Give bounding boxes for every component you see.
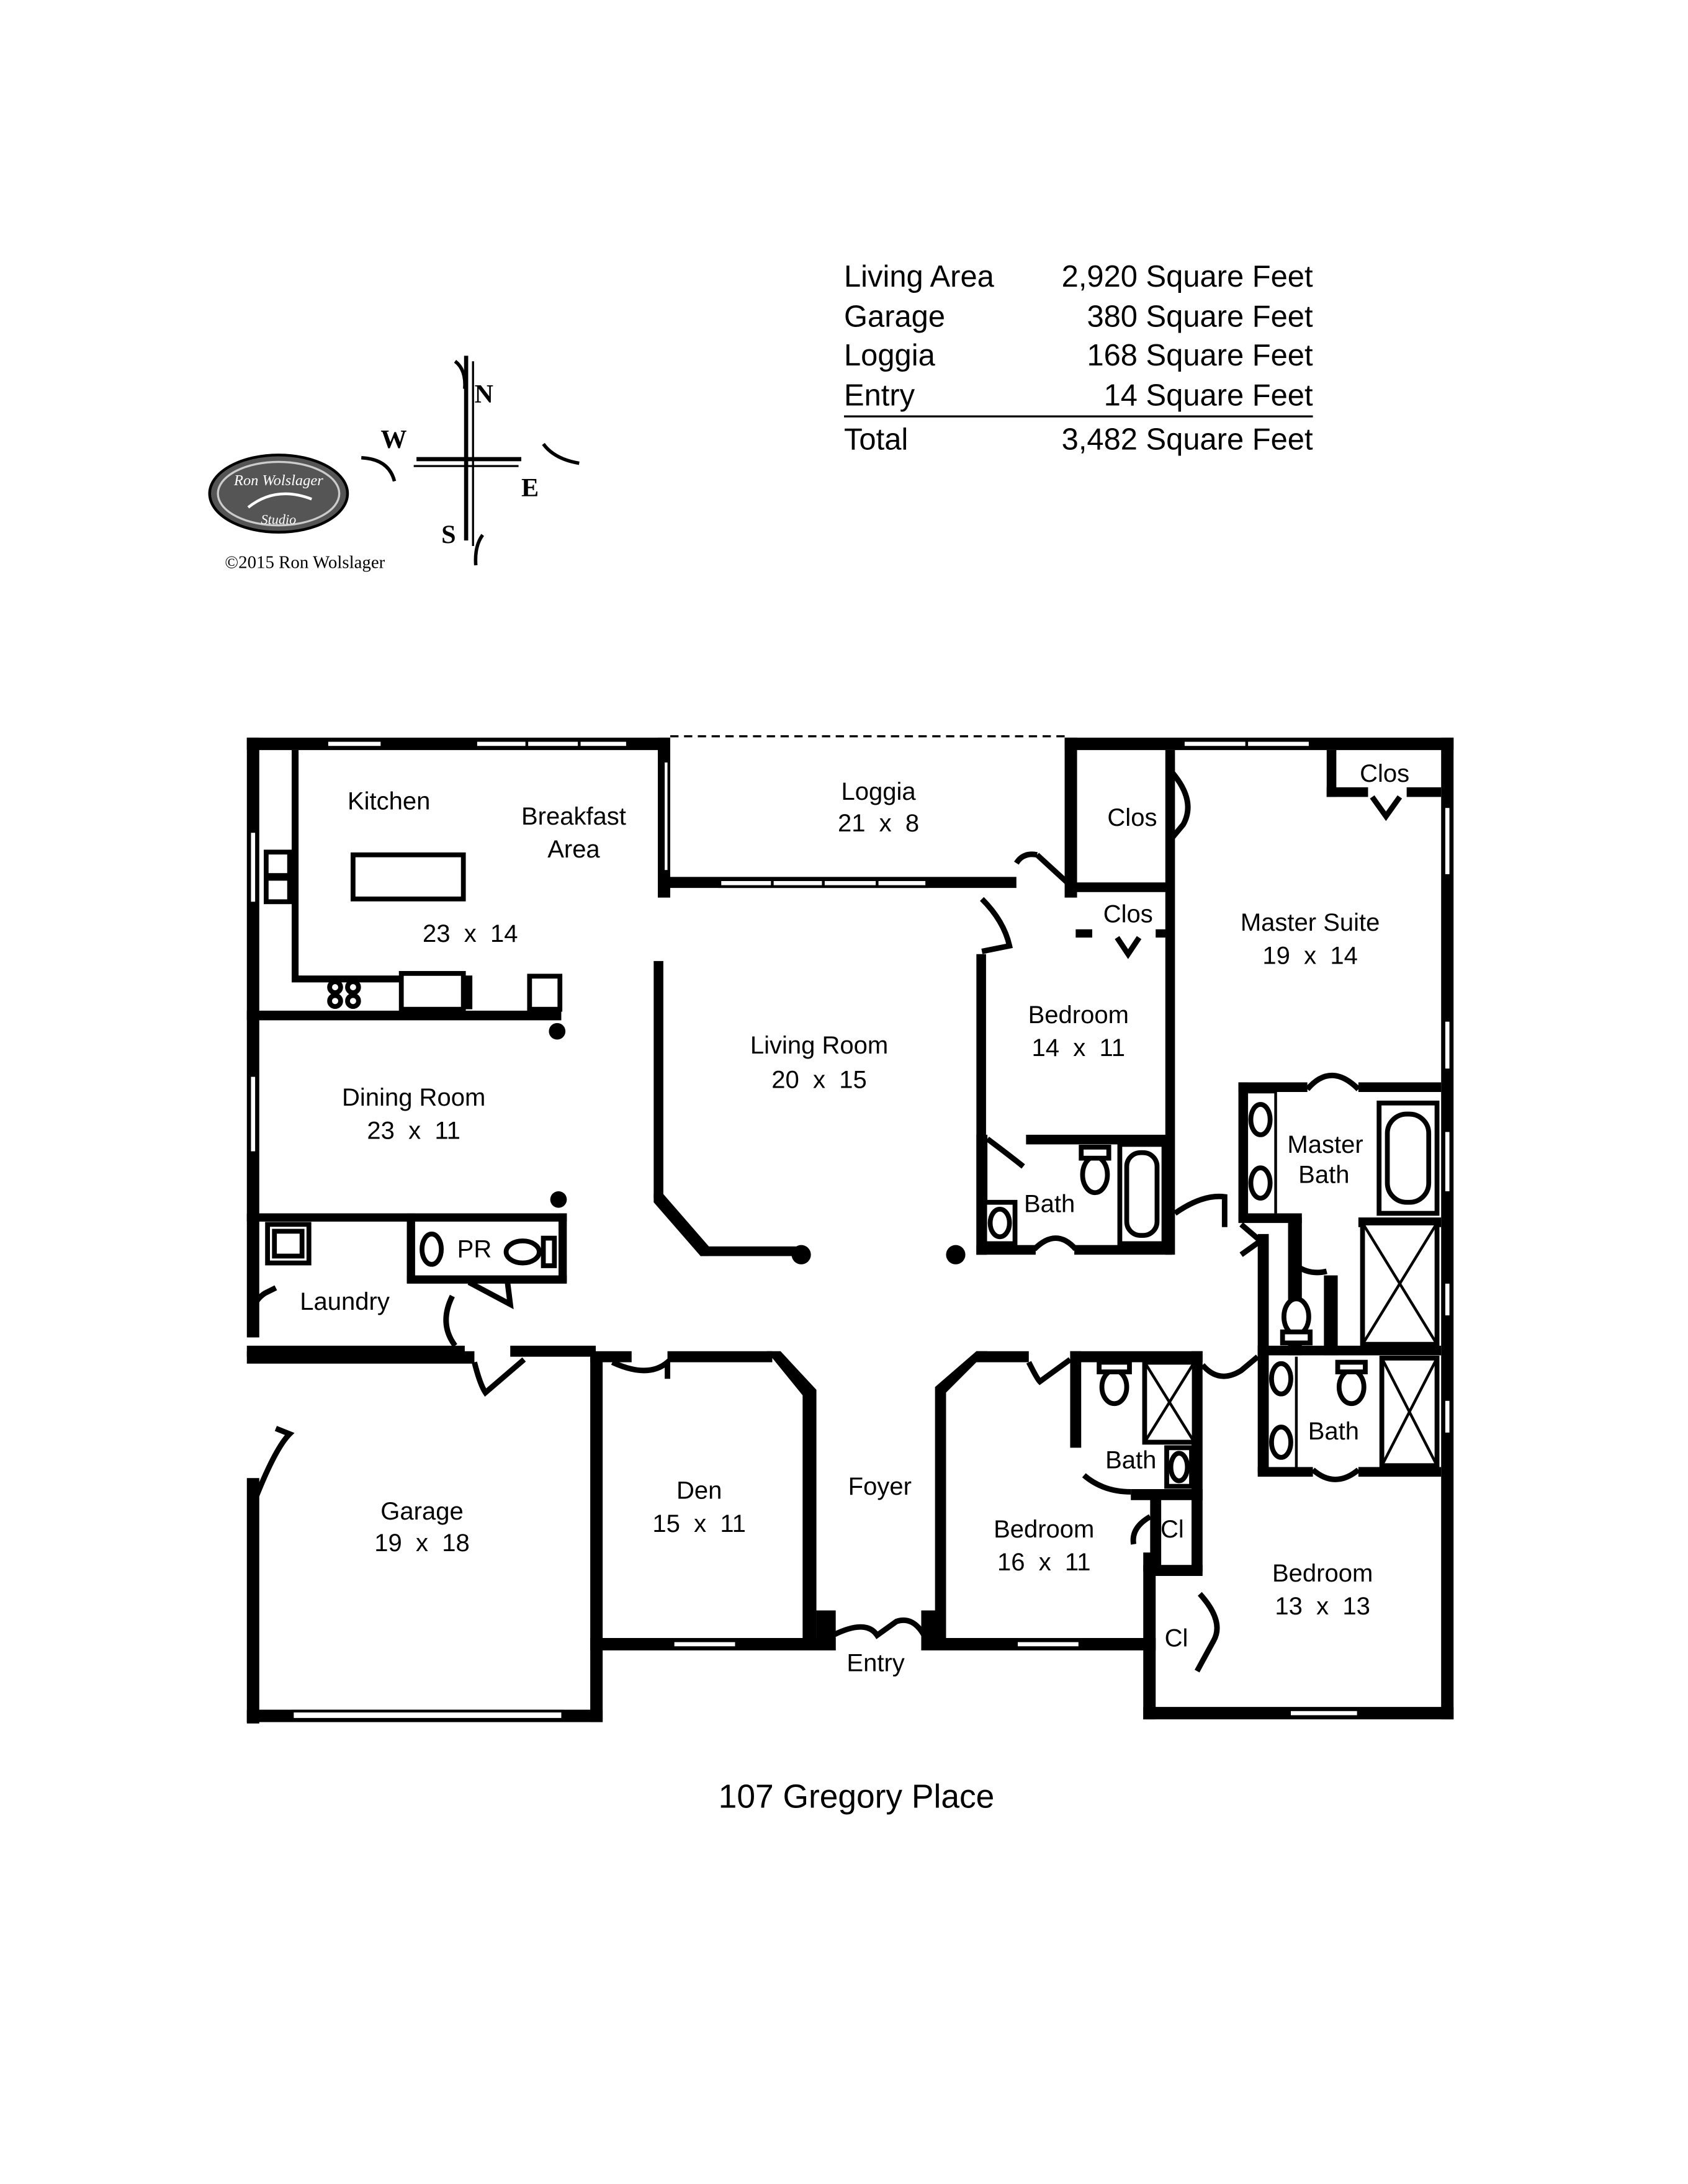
label-entry: Entry bbox=[846, 1649, 904, 1676]
area-label-total: Total bbox=[844, 423, 908, 456]
refrigerator bbox=[398, 971, 466, 1012]
dims-bedroom-3: 13 x 13 bbox=[1275, 1593, 1370, 1620]
compass-south-label: S bbox=[441, 521, 456, 550]
dims-bedroom-1: 14 x 11 bbox=[1032, 1034, 1125, 1062]
label-cl-1: Cl bbox=[1160, 1516, 1184, 1543]
label-master-bath: Master bbox=[1287, 1131, 1363, 1158]
dims-kitchen: 23 x 14 bbox=[423, 920, 518, 947]
area-value-total: 3,482 Square Feet bbox=[1062, 423, 1313, 456]
copyright-text: ©2015 Ron Wolslager bbox=[225, 553, 385, 573]
windows bbox=[248, 739, 1452, 1721]
bath2-toilet bbox=[1099, 1368, 1129, 1407]
area-label-living: Living Area bbox=[844, 260, 995, 293]
label-bath-1: Bath bbox=[1024, 1190, 1075, 1217]
master-shower bbox=[1360, 1220, 1440, 1347]
area-value-living: 2,920 Square Feet bbox=[1062, 260, 1313, 293]
logo-text-studio: Studio bbox=[261, 511, 296, 527]
dims-loggia: 21 x 8 bbox=[838, 810, 919, 837]
pr-toilet bbox=[503, 1238, 542, 1266]
area-table: Living Area 2,920 Square Feet Garage 380… bbox=[844, 260, 1313, 456]
area-value-garage: 380 Square Feet bbox=[1087, 300, 1313, 334]
dims-den: 15 x 11 bbox=[652, 1510, 745, 1537]
label-pr: PR bbox=[457, 1236, 492, 1263]
interior-walls bbox=[246, 750, 1442, 1650]
master-sink-1 bbox=[1248, 1102, 1273, 1137]
kitchen-sink bbox=[264, 849, 292, 878]
label-bath-3: Bath bbox=[1308, 1418, 1359, 1445]
dims-dining-room: 23 x 11 bbox=[367, 1117, 460, 1145]
bath3-toilet bbox=[1336, 1368, 1367, 1407]
dims-bedroom-2: 16 x 11 bbox=[997, 1549, 1090, 1576]
label-cl-2: Cl bbox=[1165, 1624, 1188, 1652]
kitchen-island bbox=[351, 852, 466, 902]
bath2-shower bbox=[1142, 1359, 1197, 1445]
label-clos-small: Clos bbox=[1103, 901, 1153, 928]
label-clos-master: Clos bbox=[1360, 760, 1409, 787]
room-labels: Kitchen Breakfast Area 23 x 14 Loggia 21… bbox=[300, 760, 1409, 1676]
label-bedroom-1: Bedroom bbox=[1028, 1001, 1129, 1029]
studio-logo: Ron Wolslager Studio bbox=[208, 454, 349, 534]
bath3-shower bbox=[1379, 1356, 1440, 1469]
label-foyer: Foyer bbox=[848, 1473, 912, 1500]
cooktop bbox=[327, 979, 361, 1009]
master-toilet bbox=[1282, 1296, 1311, 1337]
dims-living-room: 20 x 15 bbox=[771, 1066, 866, 1093]
area-label-loggia: Loggia bbox=[844, 339, 936, 372]
label-kitchen: Kitchen bbox=[348, 787, 430, 815]
bath3-sink-1 bbox=[1269, 1361, 1293, 1397]
dims-garage: 19 x 18 bbox=[374, 1529, 469, 1557]
doors bbox=[251, 768, 1403, 1673]
bath1-toilet bbox=[1080, 1154, 1110, 1196]
label-bedroom-2: Bedroom bbox=[994, 1516, 1094, 1543]
pr-sink bbox=[420, 1232, 444, 1267]
label-loggia: Loggia bbox=[841, 778, 916, 805]
compass-rose: N S W E bbox=[361, 356, 580, 566]
bath3-sink-2 bbox=[1269, 1425, 1293, 1460]
label-bath-2: Bath bbox=[1105, 1447, 1156, 1474]
label-bedroom-3: Bedroom bbox=[1272, 1560, 1373, 1587]
label-clos-west: Clos bbox=[1107, 804, 1157, 831]
compass-east-label: E bbox=[521, 473, 539, 503]
area-label-entry: Entry bbox=[844, 378, 915, 412]
label-master-bath-2: Bath bbox=[1298, 1161, 1349, 1189]
label-living-room: Living Room bbox=[750, 1032, 888, 1059]
logo-text-name: Ron Wolslager bbox=[233, 472, 323, 489]
dims-master-suite: 19 x 14 bbox=[1262, 942, 1357, 969]
label-breakfast-area: Area bbox=[547, 836, 600, 863]
compass-north-label: N bbox=[474, 380, 493, 409]
label-laundry: Laundry bbox=[300, 1288, 390, 1315]
pantry-box bbox=[527, 973, 563, 1012]
area-label-garage: Garage bbox=[844, 300, 945, 334]
compass-west-label: W bbox=[380, 425, 406, 454]
area-value-entry: 14 Square Feet bbox=[1104, 378, 1313, 412]
address-title: 107 Gregory Place bbox=[719, 1778, 995, 1815]
label-den: Den bbox=[676, 1477, 722, 1505]
master-sink-2 bbox=[1248, 1165, 1273, 1201]
label-garage: Garage bbox=[380, 1498, 463, 1525]
label-master-suite: Master Suite bbox=[1241, 909, 1380, 936]
fixtures bbox=[264, 750, 1440, 1489]
label-dining-room: Dining Room bbox=[342, 1084, 485, 1111]
area-value-loggia: 168 Square Feet bbox=[1087, 339, 1313, 372]
label-breakfast: Breakfast bbox=[521, 803, 626, 830]
